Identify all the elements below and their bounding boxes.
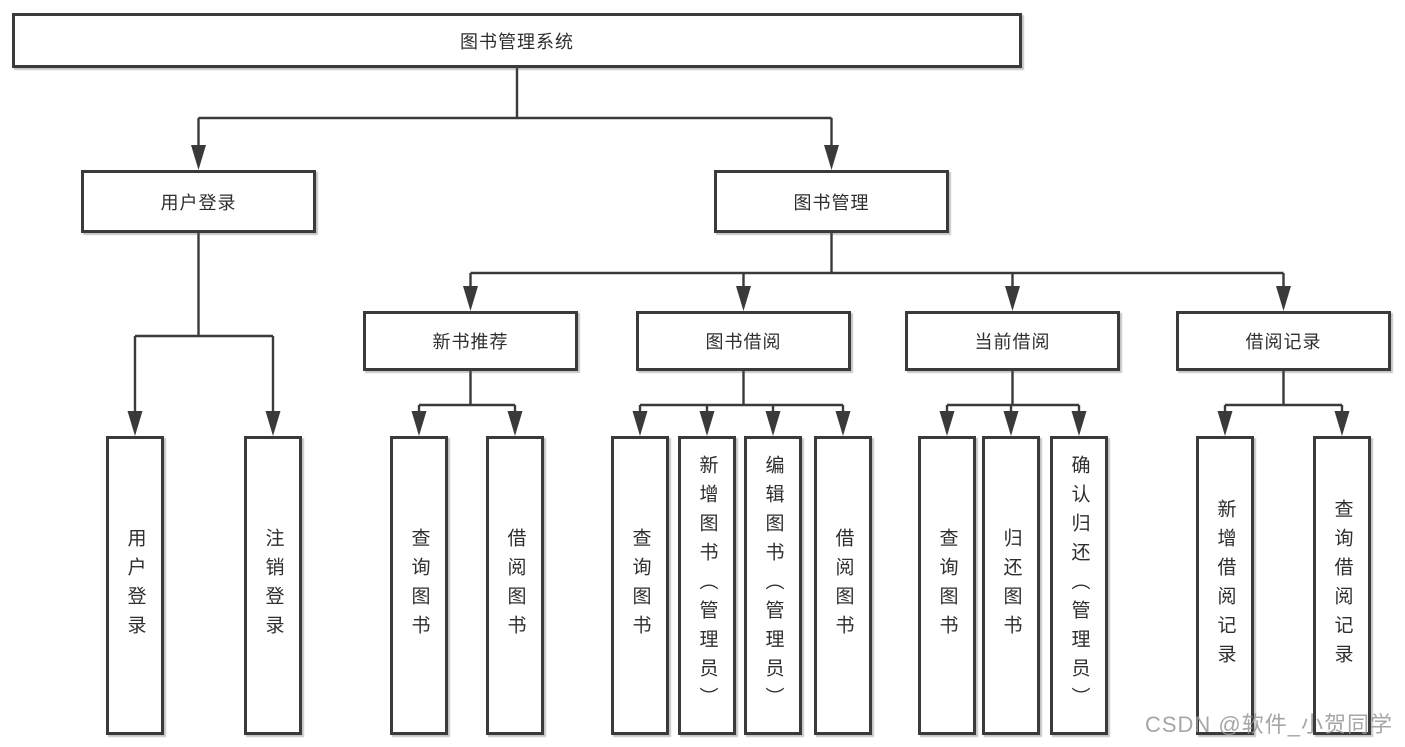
arrow-down-icon bbox=[1217, 411, 1233, 436]
node-label: 注销登录 bbox=[262, 527, 284, 644]
node-label: 借阅图书 bbox=[504, 527, 526, 644]
node-book-borrowing: 图书借阅 bbox=[636, 311, 851, 371]
node-book-management-branch: 图书管理 bbox=[714, 170, 949, 233]
leaf-records-query-record: 查询借阅记录 bbox=[1313, 436, 1371, 735]
arrow-down-icon bbox=[939, 411, 955, 436]
arrow-down-icon bbox=[463, 286, 478, 311]
leaf-records-add-record: 新增借阅记录 bbox=[1196, 436, 1254, 735]
node-label: 用户登录 bbox=[160, 192, 237, 213]
arrow-down-icon bbox=[765, 411, 781, 436]
node-label: 新书推荐 bbox=[432, 332, 509, 352]
arrow-down-icon bbox=[699, 411, 715, 436]
arrow-down-icon bbox=[1071, 411, 1087, 436]
node-label: 归还图书 bbox=[1000, 527, 1022, 644]
arrow-down-icon bbox=[736, 286, 751, 311]
node-new-book-recommend: 新书推荐 bbox=[363, 311, 578, 371]
connector-root-to-level2 bbox=[197, 68, 833, 147]
node-label: 查询图书 bbox=[408, 527, 430, 644]
leaf-logout: 注销登录 bbox=[244, 436, 302, 735]
leaf-newrec-query-books: 查询图书 bbox=[390, 436, 448, 735]
csdn-watermark: CSDN @软件_小贺同学 bbox=[1144, 712, 1393, 737]
node-label: 借阅记录 bbox=[1245, 332, 1322, 352]
node-label: 图书借阅 bbox=[705, 332, 782, 352]
node-current-borrowing: 当前借阅 bbox=[905, 311, 1120, 371]
leaf-current-query-books: 查询图书 bbox=[918, 436, 976, 735]
arrowhead-icons bbox=[127, 145, 1350, 436]
connector-borrowrecord-to-leaves bbox=[1223, 371, 1344, 413]
leaf-newrec-borrow-books: 借阅图书 bbox=[486, 436, 544, 735]
node-label: 借阅图书 bbox=[832, 527, 854, 644]
leaf-user-login: 用户登录 bbox=[106, 436, 164, 735]
connector-newbook-to-leaves bbox=[417, 371, 517, 413]
node-label: 图书管理 bbox=[793, 192, 870, 213]
connector-userlogin-to-leaves bbox=[133, 233, 275, 413]
arrow-down-icon bbox=[127, 411, 143, 436]
leaf-borrow-edit-books-admin: 编辑图书（管理员） bbox=[744, 436, 802, 735]
arrow-down-icon bbox=[265, 411, 281, 436]
leaf-borrow-query-books: 查询图书 bbox=[611, 436, 669, 735]
node-borrowing-records: 借阅记录 bbox=[1176, 311, 1391, 371]
node-label: 用户登录 bbox=[124, 527, 146, 644]
node-label: 查询借阅记录 bbox=[1331, 498, 1353, 673]
node-label: 图书管理系统 bbox=[460, 31, 574, 52]
node-label: 确认归还（管理员） bbox=[1068, 455, 1090, 716]
node-root-system: 图书管理系统 bbox=[12, 13, 1022, 68]
leaf-borrow-borrow-books: 借阅图书 bbox=[814, 436, 872, 735]
node-label: 新增图书（管理员） bbox=[696, 455, 718, 716]
arrow-down-icon bbox=[1276, 286, 1291, 311]
leaf-current-confirm-return-admin: 确认归还（管理员） bbox=[1050, 436, 1108, 735]
arrow-down-icon bbox=[632, 411, 648, 436]
node-label: 新增借阅记录 bbox=[1214, 498, 1236, 673]
node-user-login-branch: 用户登录 bbox=[81, 170, 316, 233]
node-label: 查询图书 bbox=[936, 527, 958, 644]
arrow-down-icon bbox=[1334, 411, 1350, 436]
arrow-down-icon bbox=[1005, 286, 1020, 311]
leaf-current-return-books: 归还图书 bbox=[982, 436, 1040, 735]
arrow-down-icon bbox=[507, 411, 523, 436]
arrow-down-icon bbox=[411, 411, 427, 436]
arrow-down-icon bbox=[1003, 411, 1019, 436]
arrow-down-icon bbox=[835, 411, 851, 436]
connector-currentborrow-to-leaves bbox=[945, 371, 1081, 413]
connector-bookborrow-to-leaves bbox=[638, 371, 845, 413]
node-label: 编辑图书（管理员） bbox=[762, 455, 784, 716]
node-label: 查询图书 bbox=[629, 527, 651, 644]
node-label: 当前借阅 bbox=[974, 332, 1051, 352]
arrow-down-icon bbox=[191, 145, 206, 170]
leaf-borrow-add-books-admin: 新增图书（管理员） bbox=[678, 436, 736, 735]
arrow-down-icon bbox=[824, 145, 839, 170]
connector-bookmgmt-to-level3 bbox=[469, 233, 1285, 288]
